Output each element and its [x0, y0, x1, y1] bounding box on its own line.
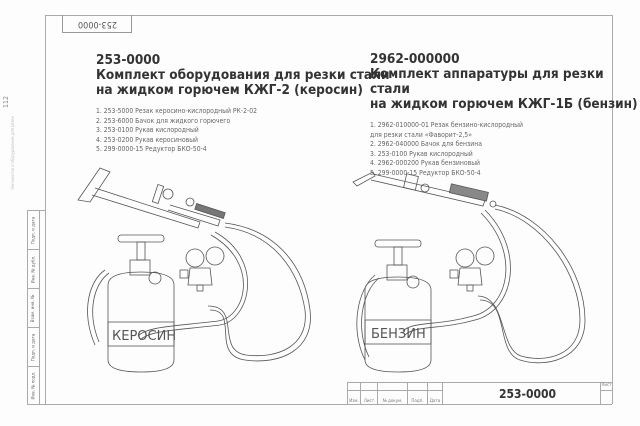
oxygen-hose	[477, 208, 581, 359]
left-set: 253-0000 Комплект оборудования для резки…	[96, 53, 390, 155]
tank-label: КЕРОСИН	[112, 329, 176, 344]
tb-cell	[378, 383, 408, 391]
tank-hose	[87, 269, 110, 346]
title-block: Изм. Лист № докум. Подп. Дата 253-0000 Л…	[347, 382, 613, 405]
kerosene-hose	[137, 234, 244, 337]
oxygen-hose	[209, 222, 311, 362]
tank-hose	[356, 274, 380, 361]
list-item: 3. 253-0100 Рукав кислородный	[370, 149, 473, 158]
frame-line	[612, 15, 613, 404]
cutting-torch-icon	[77, 167, 226, 229]
list-item: 1. 253-5000 Резак керосино-кислородный Р…	[96, 107, 257, 115]
parts-list: 1. 2962-010000-01 Резак бензино-кислород…	[370, 121, 640, 178]
stamp-cell: Взам. инв. №	[28, 289, 40, 328]
stamp-label: Подп. и дата	[31, 333, 37, 361]
side-stamp: Подп. и дата Инв. № дубл. Взам. инв. № П…	[27, 210, 46, 405]
right-set: 2962-000000 Комплект аппаратуры для резк…	[370, 52, 640, 178]
stamp-cell: Подп. и дата	[28, 211, 40, 250]
list-item: 3. 253-0100 Рукав кислородный	[96, 126, 199, 134]
kerosene-hose	[139, 231, 249, 341]
tb-column-label: Изм.	[348, 391, 361, 405]
reducer-icon	[449, 246, 495, 292]
tb-cell	[361, 383, 378, 391]
kerosene-cutting-kit-illustration: КЕРОСИН	[77, 167, 311, 373]
tb-column-label: Подп.	[408, 391, 428, 405]
sheet-label: Лист	[600, 383, 613, 391]
document-code: 253-0000	[455, 383, 601, 404]
oxygen-hose	[207, 226, 306, 357]
set-code: 253-0000	[96, 52, 161, 68]
tb-column-label: № докум.	[378, 391, 408, 405]
list-item: 5. 299-0000-15 Редуктор БКО-50-4	[96, 145, 207, 153]
stamp-label: Инв. № подл.	[31, 371, 36, 400]
stamp-label: Взам. инв. №	[31, 294, 37, 322]
list-item: для резки стали «Фаворит-2,5»	[370, 130, 472, 139]
stamp-cell: Подп. и дата	[28, 328, 40, 367]
set-title: Комплект аппаратуры для резки стали	[370, 66, 604, 97]
tb-cell	[428, 383, 443, 391]
set-title: на жидком горючем КЖГ-2 (керосин)	[96, 82, 363, 98]
tb-cell	[408, 383, 428, 391]
gasoline-hose	[404, 209, 511, 336]
top-code-box: 253-0000	[62, 15, 132, 33]
list-item: 1. 2962-010000-01 Резак бензино-кислород…	[370, 121, 523, 129]
oxygen-hose	[479, 204, 586, 364]
tank-label: БЕНЗИН	[371, 327, 426, 342]
frame-line	[45, 15, 612, 16]
reducer-icon	[179, 246, 225, 292]
list-item: 2. 253-6000 Бачок для жидкого горючего	[96, 116, 231, 125]
fuel-tank-icon: БЕНЗИН	[364, 239, 432, 373]
tb-column-label: Лист	[361, 391, 378, 405]
set-code: 2962-000000	[370, 51, 460, 67]
tb-column-label: Дата	[428, 391, 443, 405]
gasoline-hose	[402, 212, 507, 332]
fuel-tank-icon: КЕРОСИН	[107, 234, 176, 373]
page-number: 112	[2, 95, 10, 108]
tb-cell	[348, 383, 361, 391]
gasoline-cutting-kit-illustration: БЕНЗИН	[352, 171, 586, 373]
set-title: на жидком горючем КЖГ-1Б (бензин)	[370, 96, 638, 112]
parts-list: 1. 253-5000 Резак керосино-кислородный Р…	[96, 107, 390, 155]
frame-line	[27, 404, 612, 405]
top-code: 253-0000	[77, 18, 117, 29]
stamp-label: Подп. и дата	[31, 216, 37, 244]
list-item: 2. 2962-040000 Бачок для бензина	[370, 140, 483, 148]
stamp-label: Инв. № дубл.	[31, 255, 37, 283]
stamp-cell: Инв. № дубл.	[28, 250, 40, 289]
list-item: 5. 299-0000-15 Редуктор БКО-50-4	[370, 168, 481, 177]
list-item: 4. 253-0200 Рукав керосиновый	[96, 135, 198, 144]
side-note: технологии и оборудование для резки	[10, 116, 15, 190]
list-item: 4. 2962-000200 Рукав бензиновый	[370, 159, 481, 167]
set-title: Комплект оборудования для резки стали	[96, 67, 390, 83]
stamp-cell: Инв. № подл.	[28, 367, 40, 405]
cutting-torch-icon	[352, 171, 497, 208]
